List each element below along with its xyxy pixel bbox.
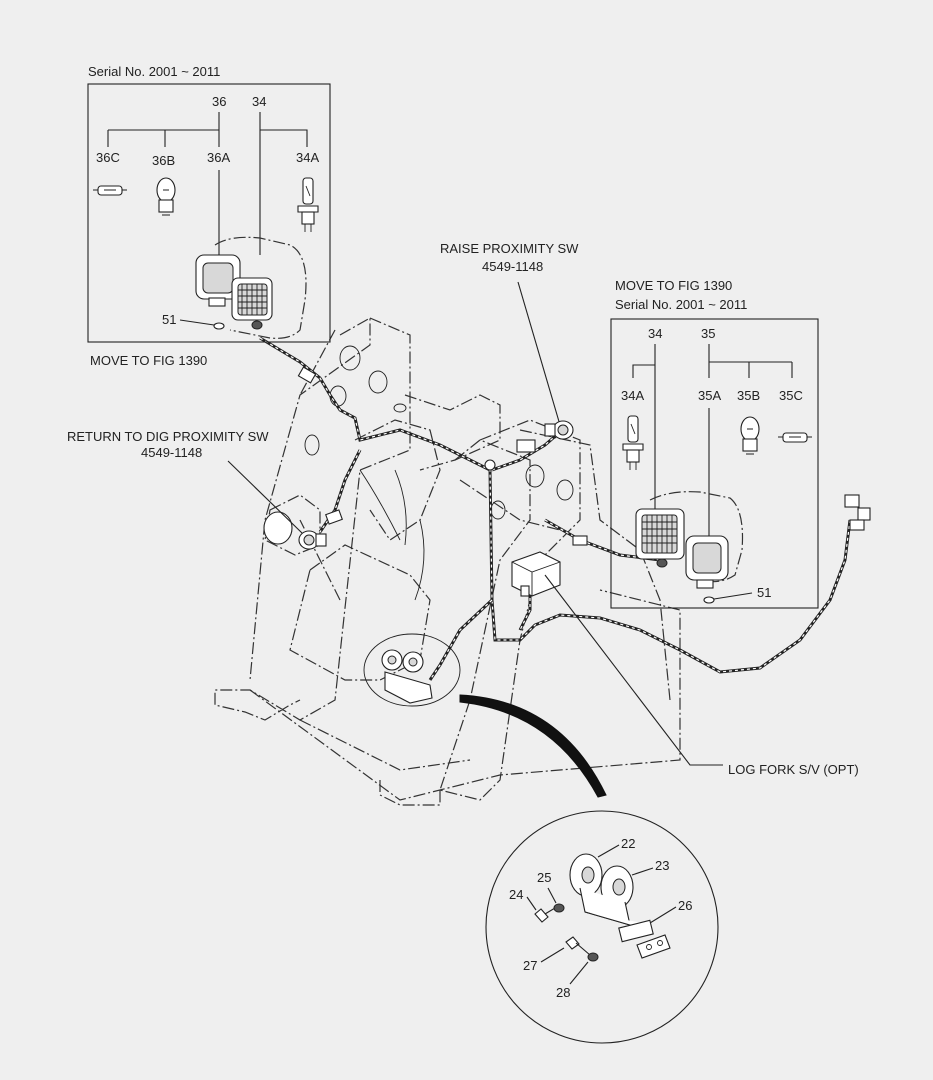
raise-switch-part: 4549-1148 <box>482 259 543 274</box>
bayonet-bulb-icon <box>156 177 176 216</box>
left-lamp-inset: Serial No. 2001 ~ 2011 MOVE TO FIG 1390 … <box>87 64 331 368</box>
horn-22-icon <box>569 853 603 897</box>
part-34-label-right: 34 <box>648 326 662 341</box>
washer-25-icon <box>553 903 565 913</box>
mounting-block-icon <box>636 934 671 959</box>
part-23-label: 23 <box>655 858 669 873</box>
right-serial-label: Serial No. 2001 ~ 2011 <box>615 297 747 312</box>
right-inset-frame <box>610 318 819 609</box>
log-fork-valve-callout: LOG FORK S/V (OPT) <box>511 551 859 777</box>
washer-51-left <box>213 322 225 330</box>
wiring-harness <box>259 336 871 681</box>
right-move-to-label: MOVE TO FIG 1390 <box>615 278 732 293</box>
part-36c-label: 36C <box>96 150 120 165</box>
right-lamp-inset: MOVE TO FIG 1390 Serial No. 2001 ~ 2011 … <box>610 278 819 609</box>
work-lamp-left-icon <box>195 236 307 339</box>
washer-51-right <box>703 596 715 604</box>
festoon-bulb-icon <box>778 432 812 443</box>
dig-proximity-switch-callout: RETURN TO DIG PROXIMITY SW 4549-1148 <box>67 429 327 550</box>
left-inset-frame <box>87 83 331 343</box>
part-35b-label: 35B <box>737 388 760 403</box>
detail-circle <box>485 810 719 1044</box>
part-51-label-right: 51 <box>757 585 771 600</box>
part-26-label: 26 <box>678 898 692 913</box>
part-27-label: 27 <box>523 958 537 973</box>
detail-pointer-arrow <box>459 694 607 798</box>
log-fork-label: LOG FORK S/V (OPT) <box>728 762 859 777</box>
dig-switch-name: RETURN TO DIG PROXIMITY SW <box>67 429 269 444</box>
halogen-bulb-icon <box>297 177 319 232</box>
part-34a-label-right: 34A <box>621 388 644 403</box>
horn-location <box>363 633 607 798</box>
loader-frame <box>214 316 681 806</box>
part-36-label: 36 <box>212 94 226 109</box>
part-36a-label: 36A <box>207 150 230 165</box>
left-move-to-label: MOVE TO FIG 1390 <box>90 353 207 368</box>
part-35a-label: 35A <box>698 388 721 403</box>
part-35c-label: 35C <box>779 388 803 403</box>
work-lamp-right-icon <box>635 491 744 589</box>
horn-detail: 22 23 25 24 26 27 28 <box>485 810 719 1044</box>
log-fork-valve-icon <box>511 551 561 597</box>
part-28-label: 28 <box>556 985 570 1000</box>
festoon-bulb-icon <box>93 185 127 196</box>
dig-switch-part: 4549-1148 <box>141 445 202 460</box>
left-serial-label: Serial No. 2001 ~ 2011 <box>88 64 220 79</box>
raise-proximity-switch-callout: RAISE PROXIMITY SW 4549-1148 <box>440 241 579 440</box>
part-25-label: 25 <box>537 870 551 885</box>
part-22-label: 22 <box>621 836 635 851</box>
part-51-label-left: 51 <box>162 312 176 327</box>
horn-bracket-icon <box>579 887 654 943</box>
nut-28-icon <box>587 952 599 962</box>
part-35-label: 35 <box>701 326 715 341</box>
halogen-bulb-icon <box>622 415 644 470</box>
raise-proximity-switch-icon <box>544 420 574 440</box>
part-24-label: 24 <box>509 887 523 902</box>
bolt-27-icon <box>565 936 591 956</box>
bayonet-bulb-icon <box>740 416 760 455</box>
part-34-label-left: 34 <box>252 94 266 109</box>
part-36b-label: 36B <box>152 153 175 168</box>
dig-proximity-switch-icon <box>298 530 327 550</box>
raise-switch-name: RAISE PROXIMITY SW <box>440 241 579 256</box>
part-34a-label-left: 34A <box>296 150 319 165</box>
